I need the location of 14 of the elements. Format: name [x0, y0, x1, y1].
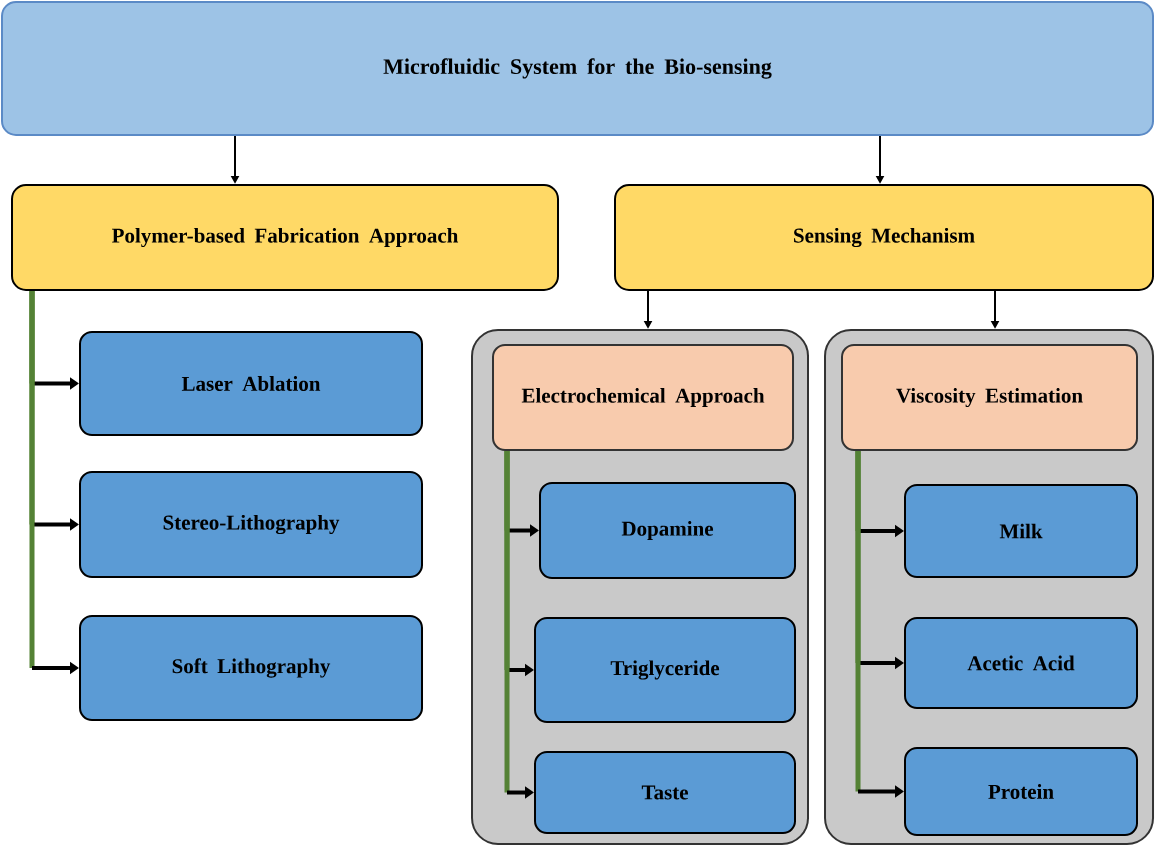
category-box: Sensing Mechanism [614, 184, 1154, 291]
item-box: Laser Ablation [79, 331, 423, 436]
item-box: Milk [904, 484, 1138, 578]
item-box: Acetic Acid [904, 617, 1138, 709]
category-box: Polymer-based Fabrication Approach [11, 184, 559, 291]
item-box: Soft Lithography [79, 615, 423, 721]
item-box: Taste [534, 751, 796, 834]
item-box: Protein [904, 747, 1138, 836]
item-box: Dopamine [539, 482, 796, 579]
top-box: Microfluidic System for the Bio-sensing [1, 1, 1154, 136]
method-box: Viscosity Estimation [841, 344, 1138, 451]
method-box: Electrochemical Approach [492, 344, 794, 451]
item-box: Stereo-Lithography [79, 471, 423, 578]
item-box: Triglyceride [534, 617, 796, 723]
